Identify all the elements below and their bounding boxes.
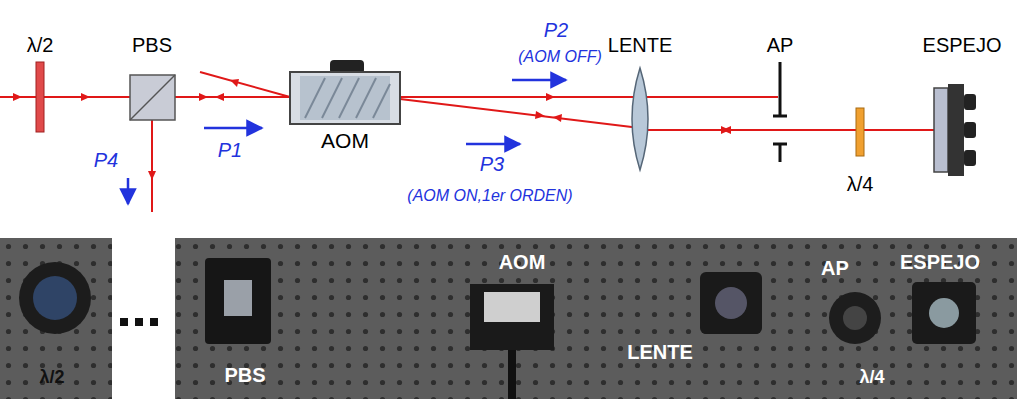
half-wave-plate (36, 62, 44, 132)
component-label: AOM (321, 129, 369, 152)
component-label: ESPEJO (923, 34, 1002, 56)
photo-label: LENTE (627, 341, 693, 363)
mirror-mount (934, 84, 976, 176)
photo-label: λ/4 (859, 368, 884, 388)
photo-components (19, 258, 976, 399)
quarter-wave-plate (856, 108, 864, 156)
lens-symbol (632, 68, 648, 170)
component-label: AP (767, 34, 794, 56)
photo-label: AOM (499, 251, 546, 273)
photo-label: AP (821, 257, 849, 279)
aom-device (290, 60, 400, 124)
component-label: PBS (132, 34, 172, 56)
path-label: P3 (480, 153, 504, 175)
direction-arrow (128, 80, 566, 204)
laser-beam (0, 72, 934, 212)
path-note: (AOM ON,1er ORDEN) (407, 187, 572, 205)
photo-label: PBS (224, 364, 265, 386)
photo-label: ESPEJO (900, 251, 980, 273)
component-label: LENTE (608, 34, 672, 56)
component-label: λ/4 (847, 173, 874, 195)
path-label: P4 (94, 149, 118, 171)
path-label: P2 (544, 19, 568, 41)
ellipsis-dots (120, 318, 158, 326)
path-note: (AOM OFF) (518, 48, 602, 66)
photo-label: λ/2 (39, 368, 64, 388)
aperture-symbol (773, 62, 787, 162)
path-label: P1 (218, 139, 242, 161)
photo-panel (0, 238, 112, 399)
photo-panel (175, 238, 1017, 399)
component-label: λ/2 (27, 34, 54, 56)
beam-splitter-cube (130, 75, 175, 120)
